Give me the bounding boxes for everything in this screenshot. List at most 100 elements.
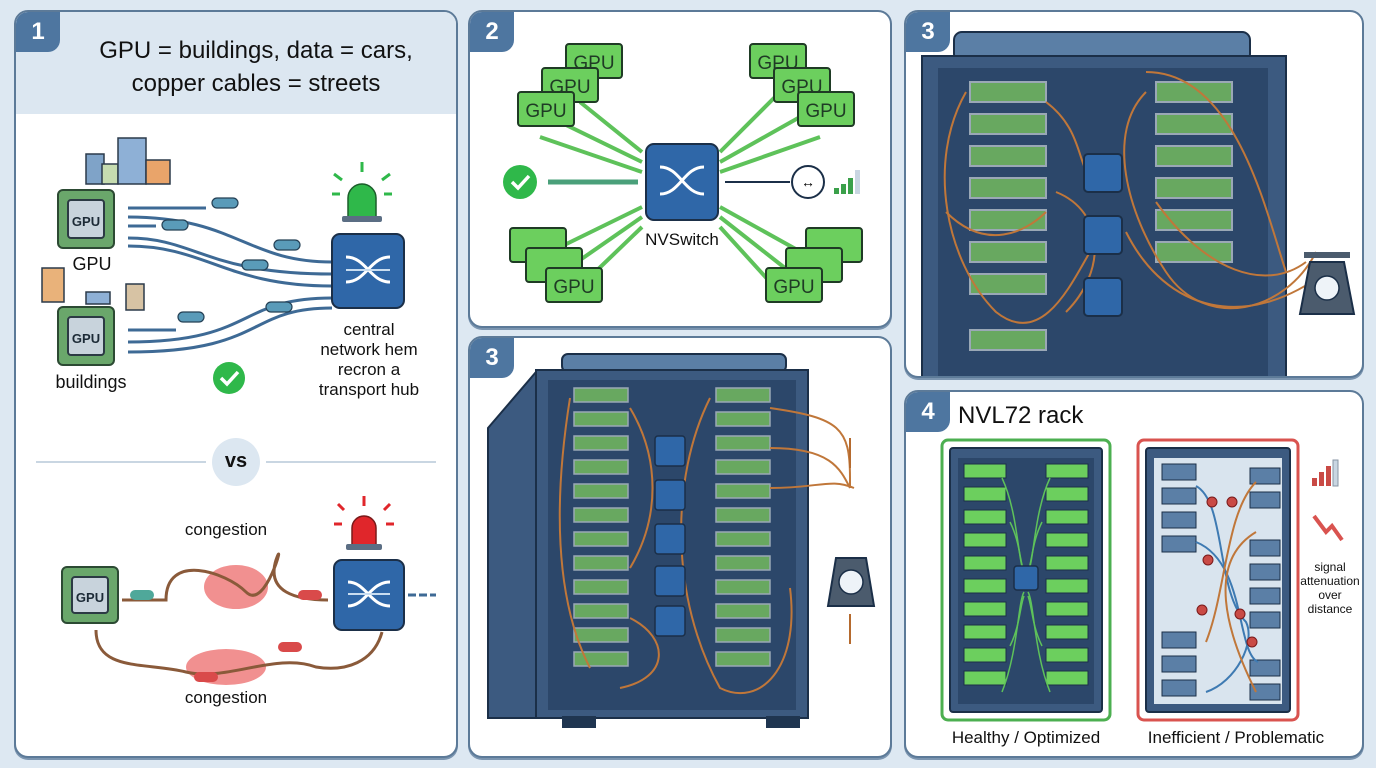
server-trays-right (715, 387, 771, 667)
gpu-card (1249, 659, 1281, 677)
gpu-card (963, 578, 1007, 594)
weak-signal-icon (1312, 459, 1339, 487)
gpu-card (1249, 563, 1281, 581)
panel-1-analogy: 1 GPU = buildings, data = cars, copper c… (14, 10, 458, 758)
gpu-card-stack-top-left: GPU GPU GPU (517, 43, 623, 127)
street-lines (127, 206, 333, 354)
gpu-card (1045, 601, 1089, 617)
healthy-label: Healthy / Optimized (951, 728, 1101, 747)
panel-4-title: NVL72 rack (958, 402, 1084, 429)
weight-scale-icon (826, 438, 876, 644)
check-icon (503, 165, 537, 199)
hub-label: central network hem recron a transport h… (302, 320, 436, 400)
hub-label-line: network hem (320, 340, 418, 359)
gpu-card (1045, 624, 1089, 640)
gpu-card (1161, 631, 1197, 649)
gpu-card (1045, 555, 1089, 571)
gpu-card (1161, 655, 1197, 673)
gpu-card (1045, 647, 1089, 663)
svg-text:GPU: GPU (525, 101, 566, 122)
switch-stack (1083, 153, 1123, 317)
analogy-illustration: GPU GPU (36, 137, 436, 685)
gpu-card-stack-bottom-left: GPU (509, 227, 603, 303)
buildings-label: buildings (55, 372, 127, 392)
attenuation-label: signal attenuation over distance (1298, 560, 1362, 616)
gpu-card (1161, 463, 1197, 481)
hub-label-line: central (343, 320, 395, 339)
panel-2-nvswitch: 2 ↔ GPU GPU GPU GPU (468, 10, 892, 328)
gpu-card (963, 463, 1007, 479)
hub-label-line: recron a (337, 360, 401, 379)
attenuation-line: signal (1314, 560, 1346, 574)
panel-3b-badge: 3 (470, 338, 514, 378)
panel-3-badge: 3 (906, 12, 950, 52)
gpu-card (963, 670, 1007, 686)
congestion-label-bottom: congestion (184, 688, 268, 707)
problem-rack-frame (1136, 438, 1300, 722)
signal-bars-icon (834, 170, 860, 194)
check-icon (213, 362, 245, 394)
gpu-card (1045, 509, 1089, 525)
weight-scale-icon (1298, 252, 1356, 315)
gpu-label: GPU (72, 254, 112, 274)
gpu-card-stack-bottom-right: GPU (765, 227, 863, 303)
gpu-card (963, 555, 1007, 571)
svg-text:GPU: GPU (773, 277, 814, 298)
gpu-chip-text: GPU (72, 331, 100, 346)
fault-markers (1196, 496, 1258, 648)
gpu-card (1249, 539, 1281, 557)
panel-3-rack-cabling: 3 (904, 10, 1364, 378)
gpu-card (1249, 587, 1281, 605)
network-switch-congested-icon (333, 559, 436, 631)
attenuation-line: attenuation (1300, 574, 1360, 588)
gpu-card (1161, 511, 1197, 529)
gpu-card (1161, 535, 1197, 553)
gpu-chip-congested: GPU (61, 566, 119, 624)
panel-1-header (16, 12, 456, 114)
gpu-card (963, 532, 1007, 548)
congested-cars (130, 590, 322, 682)
rack-foot (562, 716, 596, 728)
healthy-rack-frame (940, 438, 1112, 722)
vs-label: vs (224, 450, 248, 472)
tangled-cables (94, 552, 384, 676)
rack-foot (766, 716, 800, 728)
panel-4-badge: 4 (906, 392, 950, 432)
gpu-card (1249, 683, 1281, 701)
gpu-card (963, 647, 1007, 663)
nvswitch-illustration: ↔ GPU GPU GPU GPU GPU GPU GPU (503, 43, 863, 303)
panel-4-nvl72: 4 NVL72 rack (904, 390, 1364, 758)
problem-gpu-cards (1161, 463, 1281, 701)
red-alarm-icon (334, 496, 394, 550)
network-switch-icon (331, 233, 405, 309)
title-line-2: copper cables = streets (131, 70, 381, 97)
gpu-card (1249, 491, 1281, 509)
hub-label-line: transport hub (318, 380, 420, 399)
svg-text:GPU: GPU (573, 53, 614, 74)
attenuation-line: distance (1307, 602, 1353, 616)
buildings-icon (41, 137, 171, 311)
svg-text:↔: ↔ (801, 174, 815, 190)
gpu-card (1045, 578, 1089, 594)
svg-text:GPU: GPU (553, 277, 594, 298)
panel-2-badge: 2 (470, 12, 514, 52)
gpu-card (1161, 679, 1197, 697)
rack-side (487, 369, 537, 719)
svg-text:GPU: GPU (757, 53, 798, 74)
gpu-card (1045, 486, 1089, 502)
rack-weight-illustration (487, 353, 876, 728)
vs-circle (212, 438, 260, 486)
copper-cables (558, 397, 855, 694)
green-light-icon (332, 162, 392, 222)
server-trays-left (573, 387, 629, 667)
central-switch-icon (1013, 565, 1039, 591)
panel-1-badge: 1 (16, 12, 60, 52)
copper-cables (943, 71, 1327, 324)
switch-stack (654, 435, 686, 637)
panel-3-rack-weight: 3 (468, 336, 892, 758)
nvswitch-label: NVSwitch (645, 230, 719, 249)
gpu-card (963, 601, 1007, 617)
gpu-chip-text: GPU (76, 590, 104, 605)
gpu-chip-top: GPU (57, 189, 115, 249)
healthy-gpu-cards (963, 463, 1089, 686)
